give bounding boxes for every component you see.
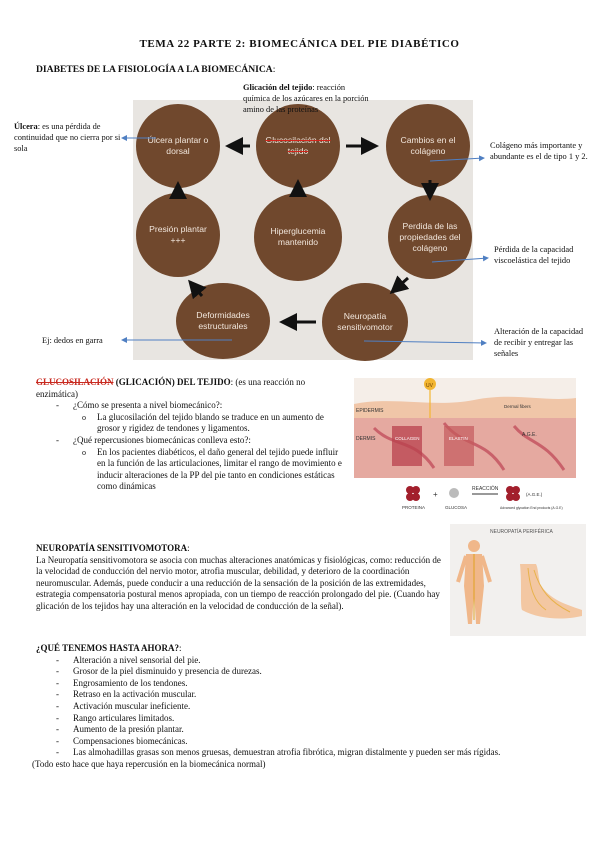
reaccion-label: REACCIÓN xyxy=(472,485,499,492)
summary-closing: (Todo esto hace que haya repercusión en … xyxy=(32,758,266,769)
blue-arrow-colageno xyxy=(429,155,485,162)
section-neuropatia: NEUROPATÍA SENSITIVOMOTORA: La Neuropatí… xyxy=(36,543,446,613)
answer-list-1: La glucosilación del tejido blando se tr… xyxy=(36,412,346,435)
proteina-label: PROTEINA xyxy=(402,505,425,510)
heading-note: : (es una reacción no enzimática) xyxy=(36,377,306,399)
section-glucosilacion: GLUCOSILACIÓN (GLICACIÓN) DEL TEJIDO: (e… xyxy=(36,377,346,493)
elastin-label: ELASTIN xyxy=(449,436,468,441)
node-hiperglucemia: Hiperglucemia mantenido xyxy=(254,193,342,281)
summary-item: Las almohadillas grasas son menos gruesa… xyxy=(36,747,576,759)
age-paren-label: (A.G.E.) xyxy=(526,492,543,497)
collagen-label: COLLAGEN xyxy=(395,436,420,441)
summary-item: Compensaciones biomecánicas. xyxy=(36,736,576,748)
note-colageno: Colágeno más importante y abundante es e… xyxy=(490,141,588,161)
node-neuropatia: Neuropatía sensitivomotor xyxy=(322,283,408,361)
node-perdida: Perdida de las propiedades del colágeno xyxy=(388,195,472,279)
question-2: ¿Qué repercusiones biomecánicas conlleva… xyxy=(36,435,346,447)
summary-item: Rango articulares limitados. xyxy=(36,713,576,725)
node-deformidades: Deformidades estructurales xyxy=(176,283,270,359)
answer-2: En los pacientes diabéticos, el daño gen… xyxy=(36,447,346,493)
neuropatia-heading: NEUROPATÍA SENSITIVOMOTORA: xyxy=(36,543,190,553)
blue-arrow-alteracion xyxy=(363,339,487,346)
node-presion: Presión plantar +++ xyxy=(136,193,220,277)
neuropathy-figure: NEUROPATÍA PERIFÉRICA xyxy=(450,524,586,636)
note-alteracion: Alteración de la capacidad de recibir y … xyxy=(494,327,584,358)
note-dedos: Ej: dedos en garra xyxy=(42,336,103,345)
neuropathy-figure-title: NEUROPATÍA PERIFÉRICA xyxy=(490,528,554,535)
note-glicacion: Glicación del tejido: reacción química d… xyxy=(243,83,369,114)
skin-glycation-figure: UV EPIDERMIS DERMIS Dermal fibers COLLAG… xyxy=(354,378,576,516)
summary-item: Activación muscular ineficiente. xyxy=(36,701,576,713)
summary-item: Engrosamiento de los tendones. xyxy=(36,678,576,690)
blue-arrow-perdida xyxy=(431,255,489,263)
heading-rest: (GLICACIÓN) DEL TEJIDO xyxy=(113,377,231,387)
foot-illustration xyxy=(520,564,582,619)
summary-list: Alteración a nivel sensorial del pie.Gro… xyxy=(36,655,576,759)
answer-1: La glucosilación del tejido blando se tr… xyxy=(36,412,346,435)
glucosilacion-heading: GLUCOSILACIÓN (GLICACIÓN) DEL TEJIDO: (e… xyxy=(36,377,346,400)
arrow-perdida-to-neuropatia xyxy=(389,275,410,294)
dermal-fibers-label: Dermal fibers xyxy=(504,404,532,409)
question-1: ¿Cómo se presenta a nivel biomecánico?: xyxy=(36,400,346,412)
question-list-2: ¿Qué repercusiones biomecánicas conlleva… xyxy=(36,435,346,447)
body-silhouette xyxy=(456,540,492,624)
note-ulcera: Úlcera: es una pérdida de continuidad qu… xyxy=(14,122,121,153)
heading-strike: GLUCOSILACIÓN xyxy=(36,377,114,387)
epidermis-label: EPIDERMIS xyxy=(356,408,384,414)
heading-text: DIABETES DE LA FISIOLOGÍA A LA BIOMECÁNI… xyxy=(36,64,273,75)
heading-colon: : xyxy=(272,64,276,75)
resumen-heading: ¿QUÉ TENEMOS HASTA AHORA?: xyxy=(36,643,182,653)
arrow-deformidades-to-presion xyxy=(188,279,207,300)
question-list-1: ¿Cómo se presenta a nivel biomecánico?: xyxy=(36,400,346,412)
node-ulcera: Úlcera plantar o dorsal xyxy=(136,104,220,188)
age-icon xyxy=(506,486,520,501)
note-perdida-visco: Pérdida de la capacidad viscoelástica de… xyxy=(494,245,574,265)
uv-label: UV xyxy=(426,383,434,389)
neuropatia-body: La Neuropatía sensitivomotora se asocia … xyxy=(36,554,441,611)
dermis-label: DERMIS xyxy=(356,436,376,442)
node-cambios: Cambios en el colágeno xyxy=(386,104,470,188)
summary-item: Grosor de la piel disminuido y presencia… xyxy=(36,666,576,678)
summary-item: Aumento de la presión plantar. xyxy=(36,724,576,736)
svg-text:+: + xyxy=(433,490,438,499)
summary-item: Retraso en la activación muscular. xyxy=(36,689,576,701)
section-heading-diabetes: DIABETES DE LA FISIOLOGÍA A LA BIOMECÁNI… xyxy=(36,64,275,75)
advanced-label: Advanced glycation End products (A.G.E) xyxy=(500,506,563,510)
glucose-icon xyxy=(449,488,459,498)
node-glucosilacion: Glucosilación del tejido xyxy=(256,104,340,188)
section-resumen: ¿QUÉ TENEMOS HASTA AHORA?: Alteración a … xyxy=(32,643,576,771)
page-title: TEMA 22 PARTE 2: BIOMECÁNICA DEL PIE DIA… xyxy=(139,38,460,50)
age-label: A.G.E. xyxy=(522,432,537,438)
answer-list-2: En los pacientes diabéticos, el daño gen… xyxy=(36,447,346,493)
glucosa-label: GLUCOSA xyxy=(445,505,467,510)
protein-icon xyxy=(406,486,420,501)
summary-item: Alteración a nivel sensorial del pie. xyxy=(36,655,576,667)
